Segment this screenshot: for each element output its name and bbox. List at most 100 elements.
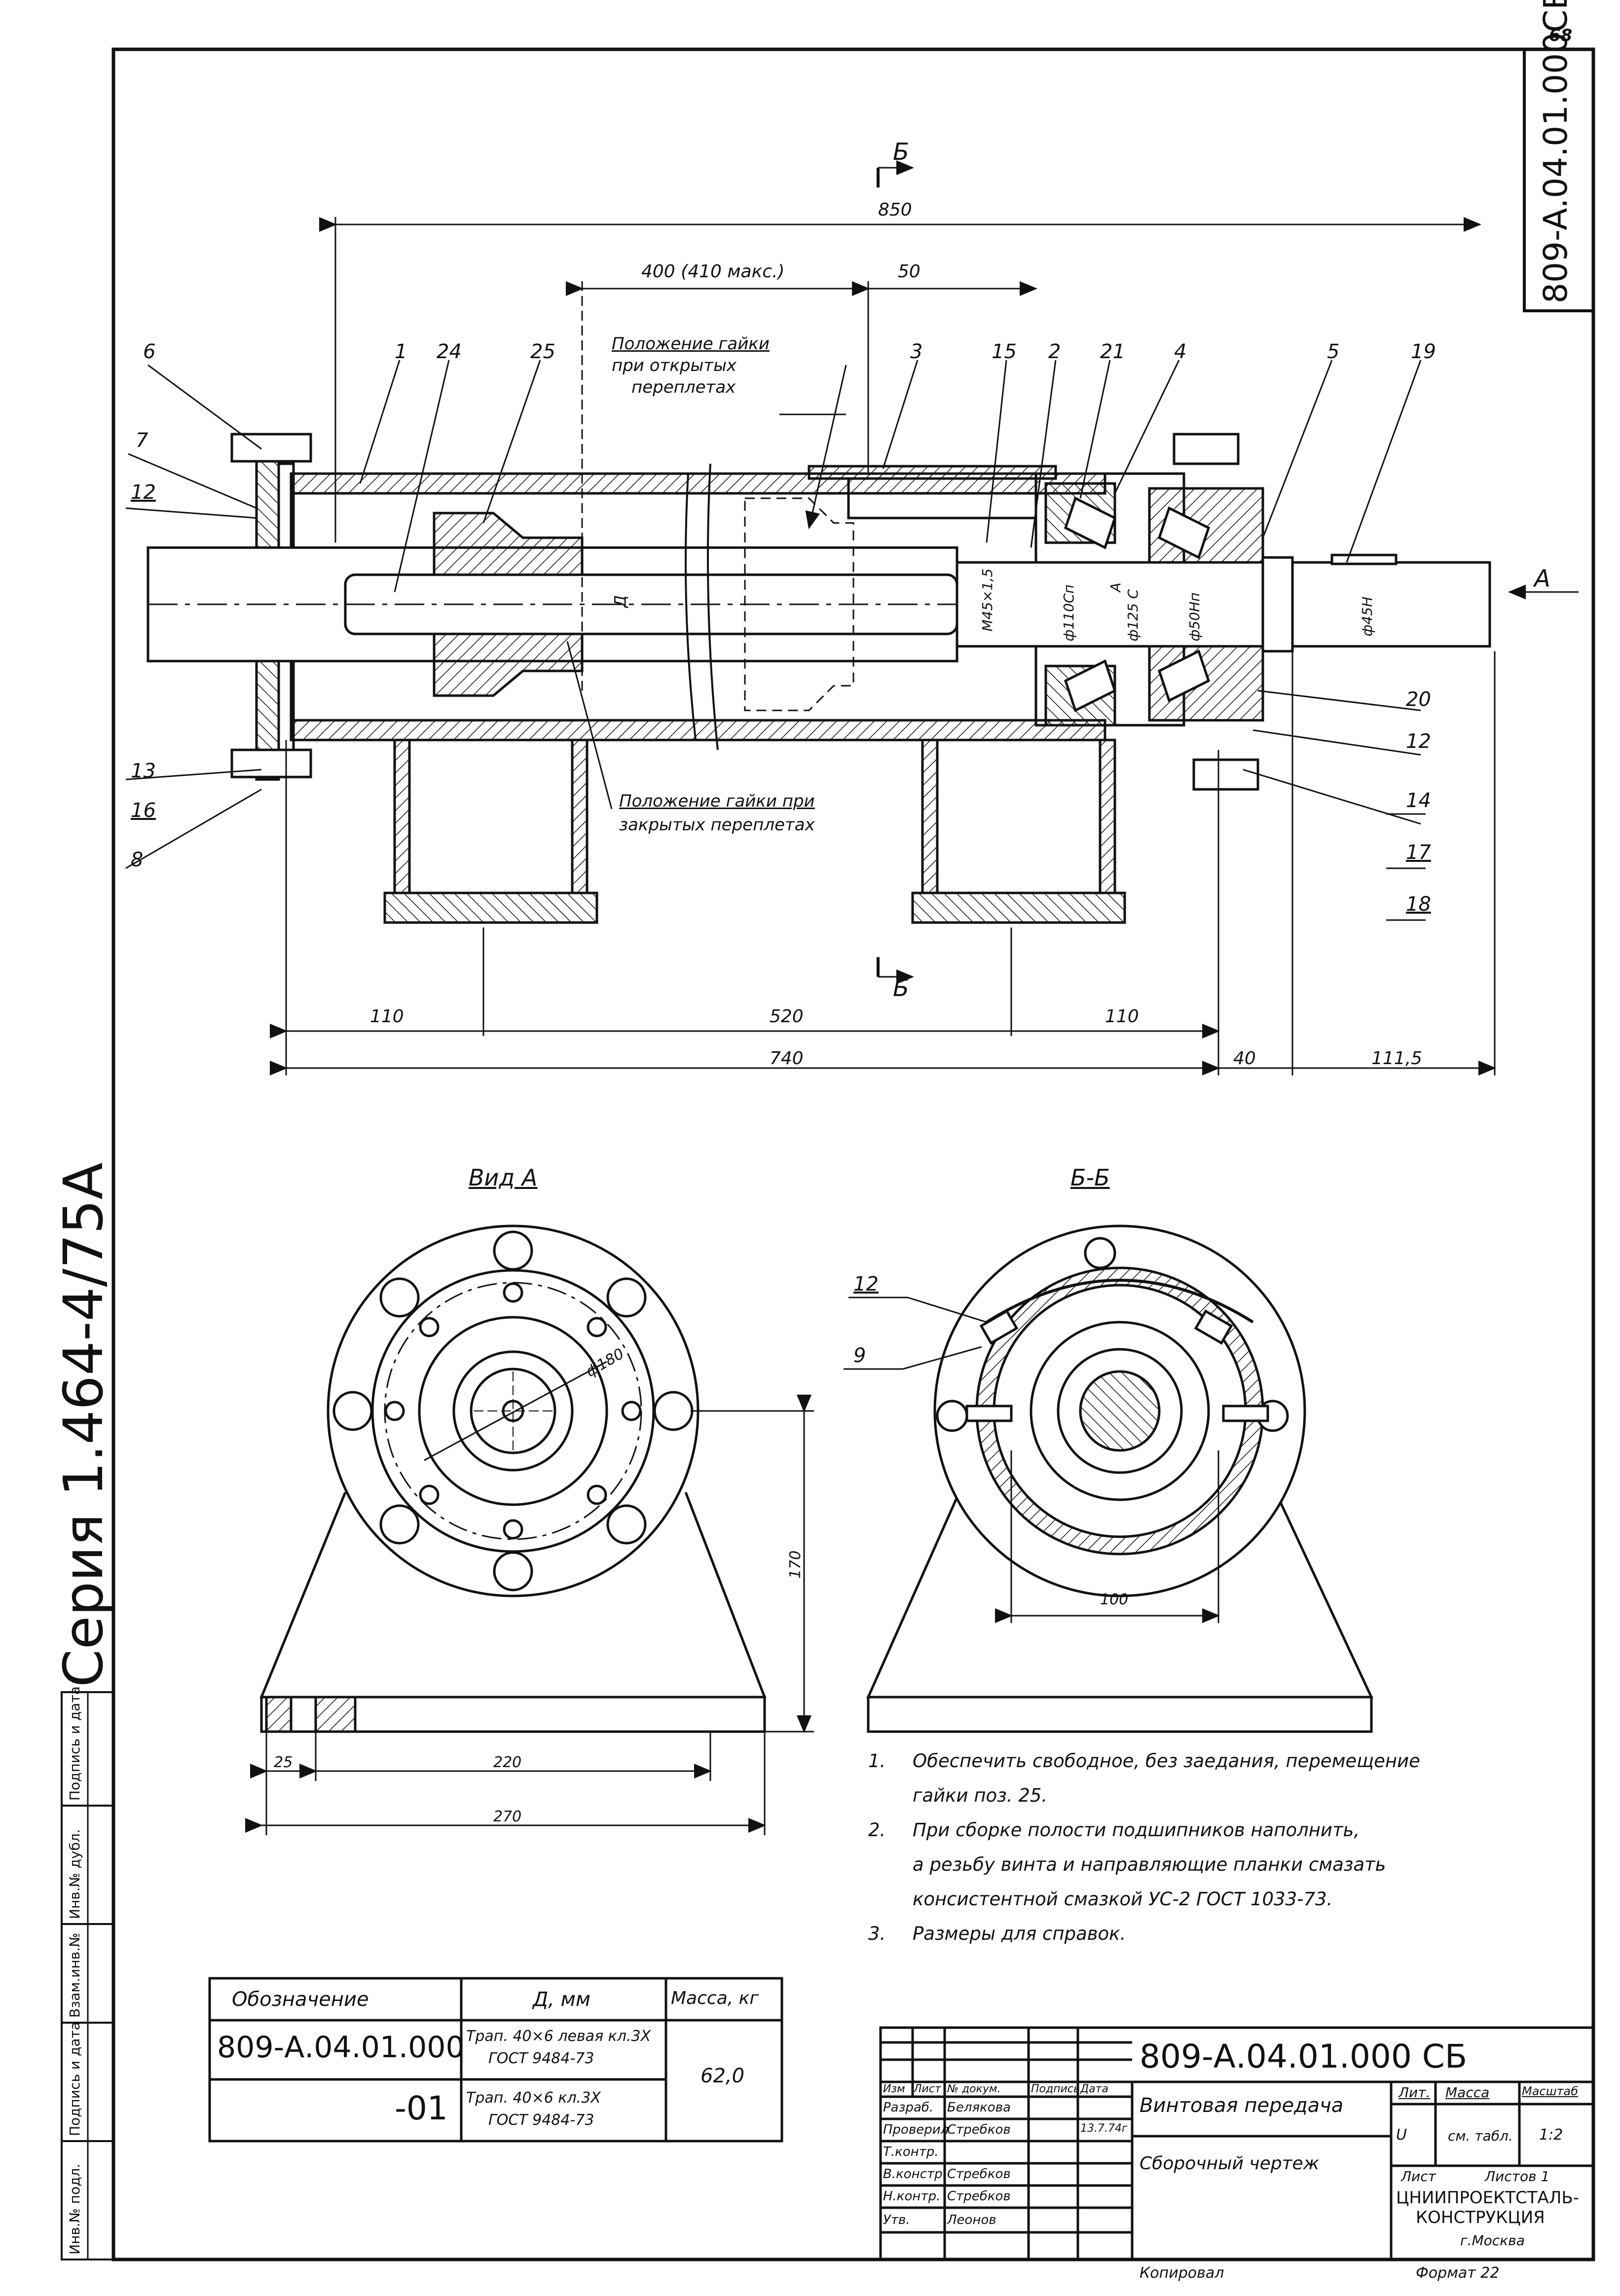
role-1: Проверил	[883, 2122, 949, 2137]
side-stamp-signature-date: Подпись и дата	[67, 1686, 83, 1801]
open-position-line-2: при открытых	[612, 356, 737, 375]
role-2: Т.контр.	[883, 2145, 939, 2159]
note-2: 2. При сборке полости подшипников наполн…	[868, 1813, 1549, 1917]
dim-m45: М45×1,5	[979, 568, 995, 631]
note-1-number: 1.	[868, 1750, 886, 1772]
org-line-2: КОНСТРУКЦИЯ	[1416, 2208, 1545, 2227]
lit-value: U	[1396, 2126, 1407, 2144]
dim-740: 740	[770, 1048, 804, 1069]
dim-overall: 850	[878, 200, 912, 220]
corner-code-box	[1523, 48, 1595, 312]
callout-20: 20	[1406, 688, 1431, 711]
callout-8: 8	[131, 849, 144, 871]
section-mark-top: Б	[893, 138, 909, 166]
callout-5: 5	[1327, 340, 1340, 363]
dim-d125: ф125 С	[1125, 589, 1141, 641]
org-line-1: ЦНИИПРОЕКТСТАЛЬ-	[1396, 2188, 1579, 2208]
scale-label: Масштаб	[1522, 2084, 1579, 2098]
corner-code: 809-A.04.01.000СБ	[1537, 0, 1575, 303]
callout-16: 16	[131, 799, 156, 822]
title-block-head-list: Лист	[914, 2083, 941, 2095]
dim-110-right: 110	[1105, 1006, 1139, 1027]
role-4-name: Стребков	[947, 2189, 1011, 2204]
section-b-b	[866, 1224, 1373, 1733]
scale-value: 1:2	[1539, 2126, 1563, 2144]
open-position-line-3: переплетах	[631, 377, 736, 397]
open-position-line-1: Положение гайки	[612, 334, 770, 354]
dim-270: 270	[493, 1808, 522, 1825]
section-mark-bottom: Б	[893, 974, 909, 1002]
note-3-number: 3.	[868, 1923, 886, 1944]
callout-3: 3	[910, 340, 923, 363]
note-2-line-1: При сборке полости подшипников наполнить…	[913, 1819, 1360, 1841]
callout-2: 2	[1048, 340, 1061, 363]
series-label: Серия 1.464-4/75А	[52, 1162, 115, 1687]
mass-label: Масса	[1445, 2084, 1490, 2101]
note-3: 3. Размеры для справок.	[868, 1917, 1549, 1951]
callout-1: 1	[395, 340, 407, 363]
view-a-title: Вид А	[469, 1164, 538, 1191]
callout-12-left: 12	[131, 481, 156, 504]
org-line-3: г.Москва	[1460, 2232, 1525, 2249]
callout-4: 4	[1174, 340, 1187, 363]
callout-25: 25	[530, 340, 555, 363]
main-dimensions	[125, 160, 1579, 1075]
title-block-head-sign: Подпись	[1031, 2083, 1080, 2095]
role-5-name: Леонов	[947, 2213, 996, 2227]
dim-110-left: 110	[370, 1006, 404, 1027]
callout-7: 7	[136, 429, 148, 452]
dim-d50: ф50Нп	[1186, 593, 1203, 641]
callout-6: 6	[143, 340, 156, 363]
role-1-name: Стребков	[947, 2122, 1011, 2137]
callout-12-right: 12	[1406, 730, 1431, 753]
callout-18: 18	[1406, 893, 1431, 916]
title-block-head-date: Дата	[1080, 2083, 1108, 2095]
callout-14: 14	[1406, 789, 1431, 812]
dim-d110cn: ф110Сп	[1061, 584, 1077, 641]
variant-0-designation: 809-А.04.01.000	[217, 2030, 465, 2065]
dim-170: 170	[787, 1550, 804, 1579]
technical-notes: 1. Обеспечить свободное, без заедания, п…	[868, 1744, 1549, 1951]
title-block-head-doc: № докум.	[947, 2083, 1001, 2095]
variants-mass: 62,0	[700, 2065, 745, 2087]
callout-9: 9	[853, 1344, 866, 1367]
closed-position-note: Положение гайки при закрытых переплетах	[619, 789, 815, 837]
view-a	[259, 1224, 767, 1733]
dim-thread-d: Д	[611, 595, 630, 608]
role-1-date: 13.7.74г	[1080, 2122, 1128, 2135]
dim-100: 100	[1100, 1591, 1129, 1608]
variant-1-designation: -01	[395, 2089, 448, 2127]
main-section-view	[147, 433, 1491, 924]
role-4: Н.контр.	[883, 2189, 941, 2204]
callout-12-section: 12	[853, 1273, 879, 1296]
variants-header-designation: Обозначение	[232, 1988, 369, 2011]
role-0-name: Белякова	[947, 2100, 1011, 2115]
variant-1-d-line-2: ГОСТ 9484-73	[488, 2111, 594, 2129]
format-label: Формат 22	[1416, 2264, 1500, 2282]
callout-21: 21	[1100, 340, 1125, 363]
note-2-line-2: а резьбу винта и направляющие планки сма…	[913, 1854, 1386, 1875]
variants-header-mass: Масса, кг	[671, 1988, 759, 2008]
role-3: В.констр.	[883, 2167, 947, 2182]
dim-25: 25	[274, 1754, 293, 1771]
title-block-code: 809-А.04.01.000 СБ	[1140, 2037, 1468, 2075]
role-3-name: Стребков	[947, 2167, 1011, 2182]
variants-table-grid	[208, 1977, 783, 2143]
dim-40: 40	[1233, 1048, 1256, 1069]
closed-position-line-2: закрытых переплетах	[619, 815, 815, 835]
callout-15: 15	[992, 340, 1017, 363]
lit-label: Лит.	[1399, 2084, 1431, 2101]
title-block-grid	[879, 2026, 1595, 2261]
note-2-number: 2.	[868, 1819, 886, 1841]
title-block-doc-type: Сборочный чертеж	[1140, 2153, 1320, 2174]
copied-label: Копировал	[1140, 2264, 1224, 2282]
note-1-line-1: Обеспечить свободное, без заедания, пере…	[913, 1750, 1420, 1772]
dim-stroke: 400 (410 макс.)	[641, 261, 785, 282]
dim-520: 520	[770, 1006, 804, 1027]
side-stamp-orig-inv: Инв.№ подл.	[67, 2163, 83, 2255]
sheet-number: 68	[1549, 26, 1573, 45]
closed-position-line-1: Положение гайки при	[619, 791, 815, 811]
side-stamp-replace-inv: Взам.инв.№	[67, 1932, 83, 2018]
role-0: Разраб.	[883, 2100, 934, 2115]
note-1-line-2: гайки поз. 25.	[913, 1785, 1048, 1806]
